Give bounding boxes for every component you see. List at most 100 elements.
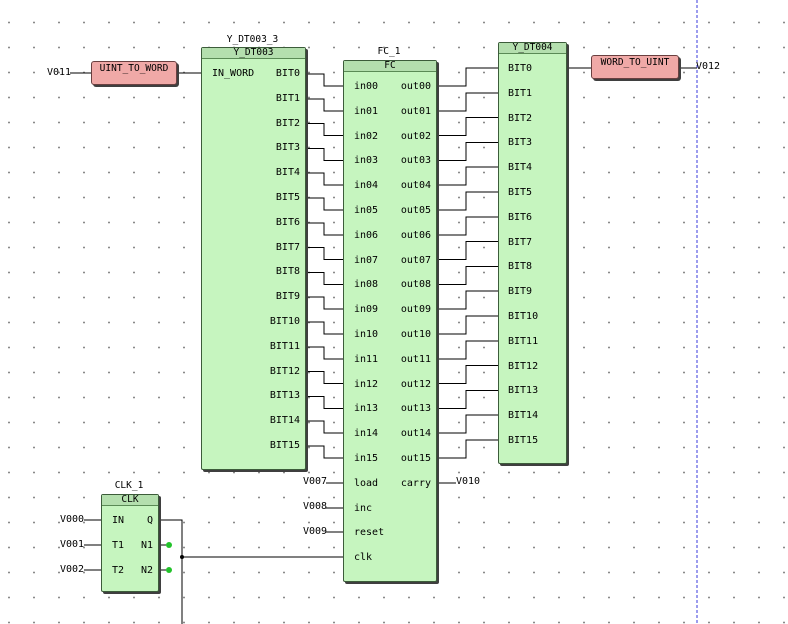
fc-output-pin-1: out01	[400, 105, 431, 117]
n1-connector-dot	[166, 542, 172, 548]
wire-clk-q	[158, 519, 183, 624]
fc-input-pin-14: in14	[354, 428, 379, 440]
wire-bit-9	[305, 296, 343, 310]
wire-bit-6	[305, 222, 343, 236]
y-dt003-output-pin-9: BIT9	[275, 291, 300, 303]
y-dt004-input-pin-6: BIT6	[508, 211, 533, 223]
fc-output-pin-0: out00	[400, 81, 431, 92]
y-dt003-output-pin-14: BIT14	[269, 415, 300, 427]
y-dt004-input-pin-4: BIT4	[508, 162, 533, 174]
wire-bit-14	[305, 420, 343, 434]
clk-instance-name: CLK_1	[114, 480, 144, 491]
var-v011: V011	[47, 67, 72, 78]
fc-input-pin-11: in11	[354, 353, 379, 365]
fc-output-pin-2: out02	[400, 130, 431, 142]
y-dt004-input-pin-8: BIT8	[508, 261, 533, 273]
var-v008: V008	[303, 501, 328, 512]
junction-dot	[180, 555, 184, 559]
y-dt004-input-pin-14: BIT14	[508, 410, 539, 422]
uint-to-word-label: UINT_TO_WORD	[99, 63, 169, 74]
fc-output-pin-14: out14	[400, 428, 431, 440]
fc-output-pin-6: out06	[400, 229, 431, 241]
word-to-uint-block[interactable]: WORD_TO_UINT	[591, 55, 679, 79]
y-dt003-type-label: Y_DT003	[202, 48, 305, 59]
wire-bit-13	[305, 395, 343, 409]
y-dt004-input-pin-12: BIT12	[508, 360, 539, 372]
y-dt003-output-pin-11: BIT11	[269, 340, 300, 352]
fc-input-pin-16: load	[354, 477, 379, 489]
wire-out-7	[436, 241, 498, 261]
y-dt003-output-pin-8: BIT8	[275, 266, 300, 278]
wire-bit-1	[305, 98, 343, 112]
clk-input-pin-2: T2	[112, 565, 125, 576]
wire-bit-12	[305, 371, 343, 385]
y-dt003-output-pin-6: BIT6	[275, 216, 300, 228]
y-dt003-input-pin: IN_WORD	[212, 68, 255, 79]
fc-output-pin-10: out10	[400, 329, 431, 340]
fc-input-pin-4: in04	[354, 180, 379, 192]
wire-bit-4	[305, 172, 343, 186]
var-v000: V000	[60, 514, 85, 525]
y-dt004-input-pin-5: BIT5	[508, 187, 533, 198]
fc-input-pin-1: in01	[354, 105, 379, 117]
wire-out-14	[436, 414, 498, 434]
wire-out-3	[436, 141, 498, 161]
wire-out-4	[436, 166, 498, 186]
y-dt004-input-pin-0: BIT0	[508, 63, 533, 74]
wire-bit-10	[305, 321, 343, 335]
var-v009: V009	[303, 526, 328, 537]
wire-bit-11	[305, 346, 343, 360]
var-v010: V010	[456, 476, 481, 487]
wire-bit-2	[305, 123, 343, 137]
y-dt003-output-pin-10: BIT10	[269, 316, 300, 327]
wire-bit-3	[305, 147, 343, 161]
y-dt004-input-pin-3: BIT3	[508, 137, 533, 149]
fc-output-pin-4: out04	[400, 180, 431, 192]
wire-group	[70, 67, 697, 624]
y-dt003-output-pin-3: BIT3	[275, 142, 300, 154]
uint-to-word-block[interactable]: UINT_TO_WORD	[91, 61, 177, 85]
var-v012: V012	[696, 61, 721, 72]
fc-input-pin-13: in13	[354, 403, 379, 415]
clk-type-label: CLK	[102, 495, 158, 506]
y-dt003-output-pin-12: BIT12	[269, 365, 300, 377]
y-dt004-input-pin-9: BIT9	[508, 286, 533, 298]
y-dt003-output-pin-15: BIT15	[269, 440, 300, 451]
clk-input-pin-0: IN	[112, 515, 125, 526]
y-dt003-output-pin-1: BIT1	[275, 92, 300, 104]
var-v001: V001	[60, 539, 85, 550]
y-dt003-instance-name: Y_DT003_3	[226, 34, 279, 45]
wire-bit-0	[305, 73, 343, 87]
clk-input-pin-1: T1	[112, 540, 125, 551]
y-dt004-type-label: Y_DT004	[499, 43, 566, 54]
fc-output-pin-5: out05	[400, 205, 431, 216]
fc-input-pin-2: in02	[354, 130, 379, 142]
wire-out-0	[436, 67, 498, 87]
y-dt003-output-pin-5: BIT5	[275, 192, 300, 203]
wire-out-1	[436, 92, 498, 112]
fc-output-pin-11: out11	[400, 353, 431, 365]
y-dt003-output-pin-0: BIT0	[275, 68, 300, 79]
wire-out-12	[436, 365, 498, 385]
wire-bit-5	[305, 197, 343, 211]
wire-out-5	[436, 191, 498, 211]
y-dt003-output-pin-13: BIT13	[269, 390, 300, 402]
fc-output-pin-16: carry	[400, 477, 431, 489]
fc-input-pin-10: in10	[354, 329, 379, 340]
y-dt004-input-pin-11: BIT11	[508, 335, 539, 347]
fc-input-pin-17: inc	[354, 502, 373, 514]
y-dt004-input-pin-10: BIT10	[508, 311, 539, 322]
wire-bit-7	[305, 247, 343, 261]
clk-output-pin-1: N1	[140, 540, 153, 551]
fc-output-pin-7: out07	[400, 254, 431, 266]
clk-output-pin-2: N2	[140, 565, 153, 576]
fc-type-label: FC	[344, 61, 436, 72]
y-dt004-input-pin-7: BIT7	[508, 236, 533, 248]
wire-out-13	[436, 389, 498, 409]
y-dt004-input-pin-2: BIT2	[508, 112, 533, 124]
